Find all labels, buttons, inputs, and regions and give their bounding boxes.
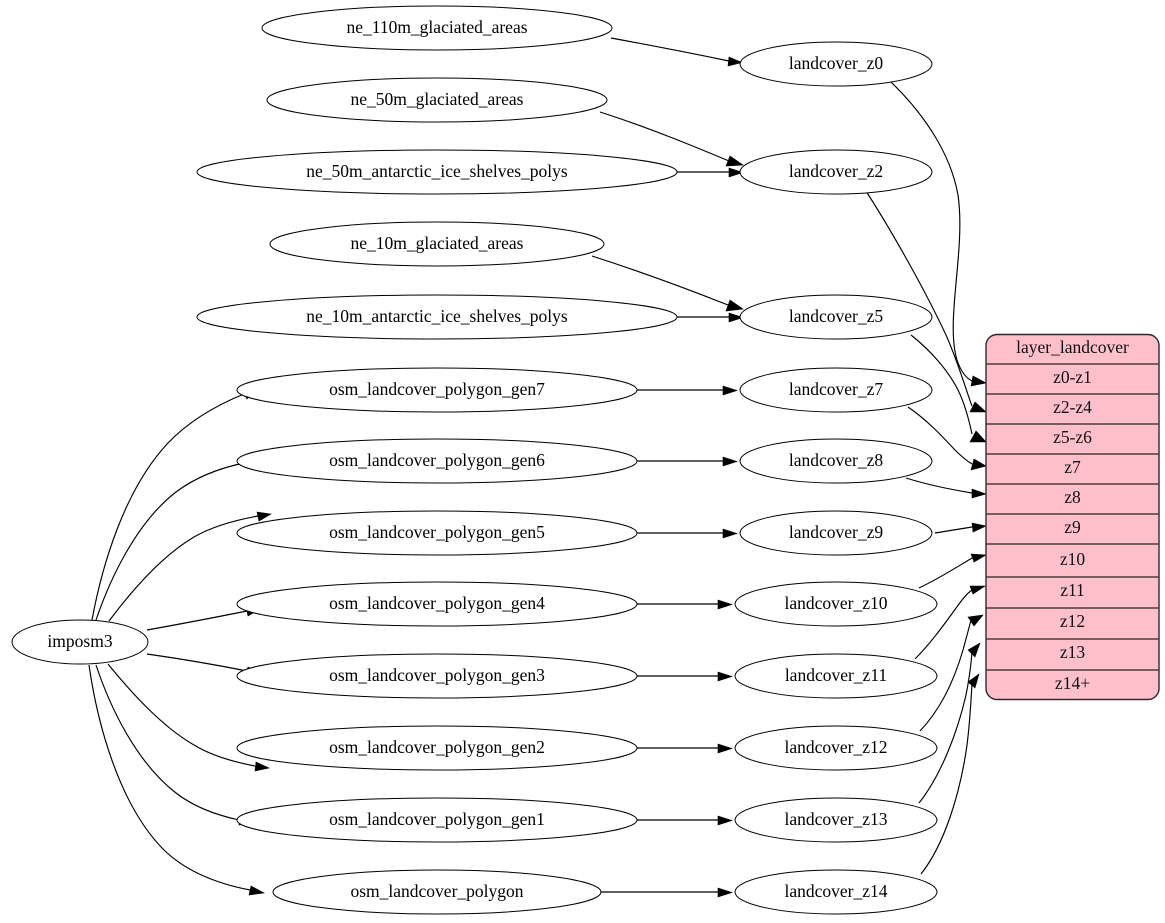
table-header-label: layer_landcover (1016, 337, 1129, 357)
node-landcover-z5[interactable]: landcover_z5 (739, 294, 933, 340)
node-label: osm_landcover_polygon (350, 881, 523, 901)
node-label: osm_landcover_polygon_gen4 (329, 593, 545, 613)
node-osm-landcover-polygon-gen3[interactable]: osm_landcover_polygon_gen3 (236, 653, 638, 699)
edge-z12-to-row-z12 (919, 614, 984, 732)
node-ne-10m-antarctic-ice-shelves-polys[interactable]: ne_10m_antarctic_ice_shelves_polys (196, 294, 678, 340)
table-row-z5-z6[interactable]: z5-z6 (1053, 427, 1092, 447)
node-label: landcover_z13 (784, 809, 887, 829)
edge-layer (88, 37, 987, 898)
edge-imposm3-to-gen2 (107, 663, 270, 772)
node-osm-landcover-polygon-gen6[interactable]: osm_landcover_polygon_gen6 (236, 438, 638, 484)
table-row-z12[interactable]: z12 (1060, 611, 1085, 631)
node-label: imposm3 (47, 631, 112, 651)
edge-z11-to-row-z11 (914, 585, 986, 660)
layer-landcover-table: layer_landcover z0-z1 z2-z4 z5-z6 z7 z8 … (985, 333, 1160, 701)
node-label: ne_10m_antarctic_ice_shelves_polys (306, 306, 568, 326)
edge-imposm3-to-gen5 (108, 511, 272, 622)
node-osm-landcover-polygon-gen5[interactable]: osm_landcover_polygon_gen5 (236, 510, 638, 556)
table-row-z0-z1[interactable]: z0-z1 (1053, 367, 1092, 387)
edge-imposm3-to-gen7 (91, 389, 257, 621)
edge-imposm3-to-gen4 (146, 606, 261, 631)
node-label: osm_landcover_polygon_gen6 (329, 450, 545, 470)
node-ne-110m-glaciated-areas[interactable]: ne_110m_glaciated_areas (261, 5, 613, 51)
landcover-view-nodes: landcover_z0 landcover_z2 landcover_z5 l… (734, 41, 938, 915)
table-row-z13[interactable]: z13 (1060, 642, 1086, 662)
node-osm-landcover-polygon-gen7[interactable]: osm_landcover_polygon_gen7 (236, 367, 638, 413)
node-landcover-z13[interactable]: landcover_z13 (734, 797, 938, 843)
edge-gen3-to-z11 (637, 671, 733, 682)
node-osm-landcover-polygon-gen1[interactable]: osm_landcover_polygon_gen1 (236, 797, 638, 843)
node-landcover-z11[interactable]: landcover_z11 (734, 653, 938, 699)
osm-landcover-nodes: osm_landcover_polygon_gen7 osm_landcover… (236, 367, 638, 915)
edge-imposm3-to-gen6 (95, 458, 258, 621)
node-label: osm_landcover_polygon_gen7 (329, 379, 545, 399)
node-landcover-z12[interactable]: landcover_z12 (734, 725, 938, 771)
node-imposm3[interactable]: imposm3 (11, 619, 149, 665)
node-label: osm_landcover_polygon_gen5 (329, 522, 545, 542)
table-row-z14-plus[interactable]: z14+ (1055, 673, 1090, 693)
edge-z13-to-row-z13 (918, 642, 981, 804)
node-label: landcover_z14 (784, 881, 887, 901)
edge-ne10mant-to-z5 (676, 312, 744, 323)
node-label: osm_landcover_polygon_gen2 (329, 737, 545, 757)
node-label: ne_10m_glaciated_areas (351, 233, 524, 253)
node-label: osm_landcover_polygon_gen1 (329, 809, 545, 829)
node-label: landcover_z11 (785, 665, 887, 685)
node-label: osm_landcover_polygon_gen3 (329, 665, 545, 685)
node-ne-50m-glaciated-areas[interactable]: ne_50m_glaciated_areas (266, 77, 608, 123)
node-ne-10m-glaciated-areas[interactable]: ne_10m_glaciated_areas (269, 221, 605, 267)
node-landcover-z7[interactable]: landcover_z7 (739, 367, 933, 413)
node-landcover-z10[interactable]: landcover_z10 (734, 581, 938, 627)
node-label: landcover_z10 (784, 593, 887, 613)
table-row-z2-z4[interactable]: z2-z4 (1053, 397, 1092, 417)
node-label: landcover_z7 (789, 379, 884, 399)
node-landcover-z2[interactable]: landcover_z2 (739, 149, 933, 195)
edge-ne50mglac-to-z2 (599, 111, 744, 167)
edge-gen7-to-z7 (637, 385, 738, 396)
natural-earth-nodes: ne_110m_glaciated_areas ne_50m_glaciated… (196, 5, 678, 340)
table-row-z8[interactable]: z8 (1064, 487, 1081, 507)
node-osm-landcover-polygon-gen2[interactable]: osm_landcover_polygon_gen2 (236, 725, 638, 771)
table-row-z7[interactable]: z7 (1064, 457, 1081, 477)
edge-z8-to-row-z8 (905, 477, 987, 499)
node-label: ne_50m_antarctic_ice_shelves_polys (306, 161, 568, 181)
edge-z7-to-row-z7 (907, 406, 987, 471)
node-landcover-z8[interactable]: landcover_z8 (739, 438, 933, 484)
table-row-z11[interactable]: z11 (1060, 580, 1085, 600)
edge-ne110m-to-z0 (610, 37, 743, 67)
edge-z5-to-row-z5z6 (910, 334, 987, 443)
edge-z10-to-row-z10 (918, 553, 987, 589)
node-label: landcover_z0 (789, 53, 884, 73)
node-label: landcover_z2 (789, 161, 883, 181)
edge-imposm3-to-polygon (88, 664, 265, 896)
edge-gen4-to-z10 (637, 599, 733, 610)
edge-z0-to-row-z0z1 (890, 81, 987, 387)
node-landcover-z9[interactable]: landcover_z9 (739, 510, 933, 556)
node-label: landcover_z5 (789, 306, 884, 326)
node-label: landcover_z8 (789, 450, 884, 470)
edge-ne50mant-to-z2 (676, 167, 744, 178)
node-landcover-z0[interactable]: landcover_z0 (739, 41, 933, 87)
node-label: landcover_z12 (784, 737, 887, 757)
edge-gen5-to-z9 (637, 528, 738, 539)
table-row-z10[interactable]: z10 (1060, 549, 1086, 569)
edge-gen1-to-z13 (637, 815, 733, 826)
node-label: ne_110m_glaciated_areas (346, 17, 527, 37)
node-osm-landcover-polygon[interactable]: osm_landcover_polygon (272, 869, 602, 915)
node-label: ne_50m_glaciated_areas (351, 89, 524, 109)
edge-polygon-to-z14 (601, 887, 733, 898)
edge-z14-to-row-z14plus (920, 673, 980, 875)
edge-ne10mglac-to-z5 (591, 255, 744, 312)
edge-gen6-to-z8 (637, 456, 738, 467)
table-row-z9[interactable]: z9 (1064, 517, 1081, 537)
node-ne-50m-antarctic-ice-shelves-polys[interactable]: ne_50m_antarctic_ice_shelves_polys (196, 149, 678, 195)
edge-gen2-to-z12 (637, 743, 733, 754)
edge-z2-to-row-z2z4 (863, 187, 987, 413)
node-landcover-z14[interactable]: landcover_z14 (734, 869, 938, 915)
node-label: landcover_z9 (789, 522, 884, 542)
node-osm-landcover-polygon-gen4[interactable]: osm_landcover_polygon_gen4 (236, 581, 638, 627)
edge-z9-to-row-z9 (934, 522, 987, 534)
edge-imposm3-to-gen1 (95, 664, 254, 826)
